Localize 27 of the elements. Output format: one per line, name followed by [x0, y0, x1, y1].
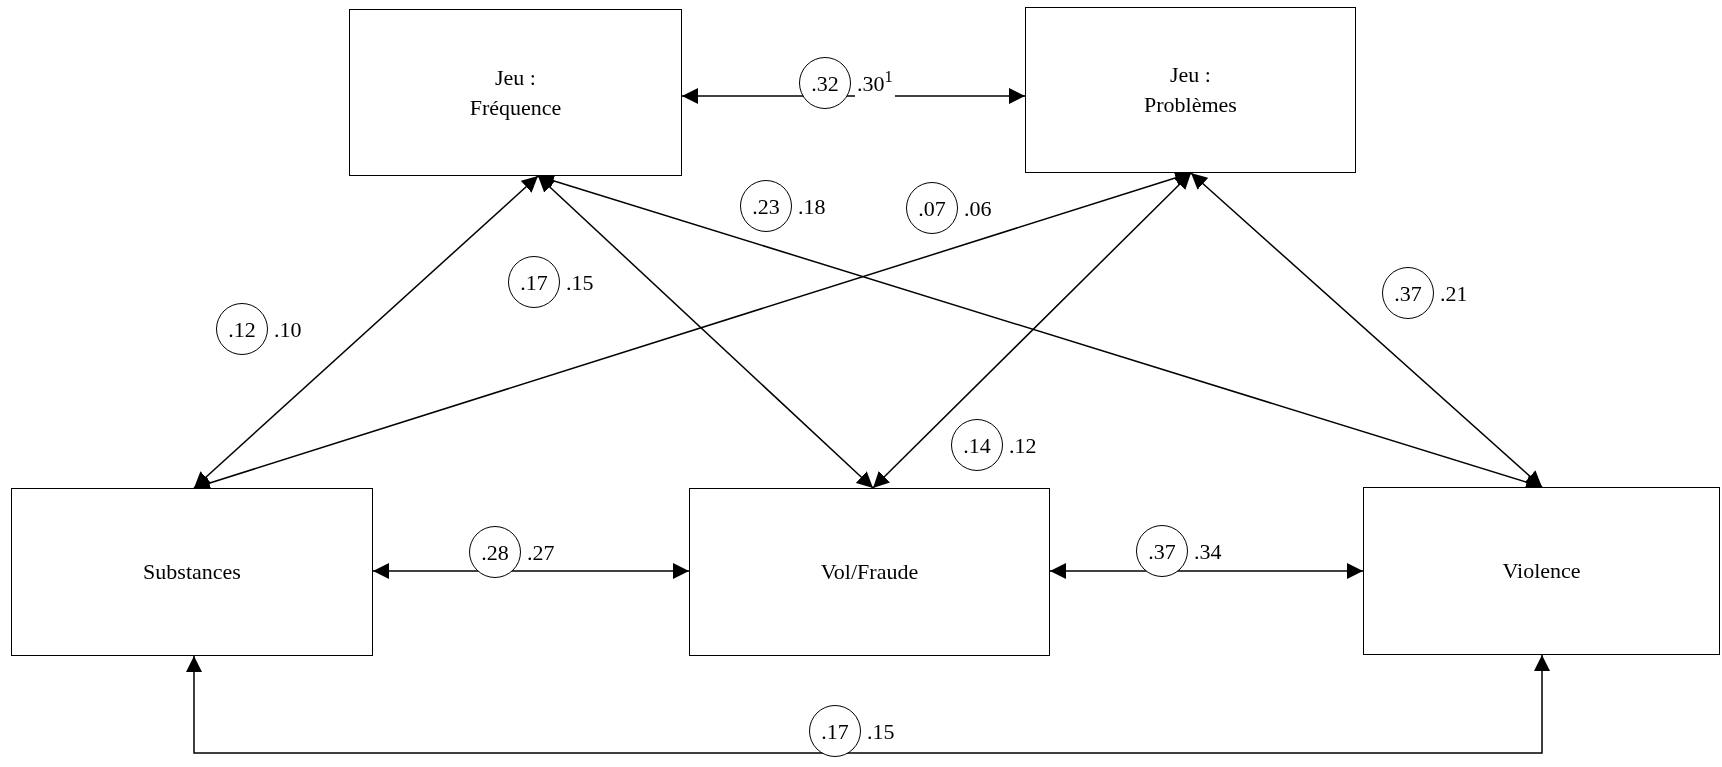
box-label: Jeu : Fréquence [468, 63, 563, 122]
double-arrow [193, 175, 539, 489]
circled-coefficient: .32 [799, 57, 851, 109]
variable-box [1363, 487, 1720, 655]
circled-coefficient: .28 [469, 526, 521, 578]
circled-coefficient: .37 [1136, 525, 1188, 577]
variable-box [689, 488, 1050, 656]
circled-coefficient: .23 [740, 180, 792, 232]
circled-coefficient: .07 [906, 182, 958, 234]
double-arrow [872, 172, 1192, 489]
double-arrow [186, 654, 1550, 754]
circled-coefficient: .17 [508, 256, 560, 308]
circled-coefficient: .17 [809, 705, 861, 757]
double-arrow [1049, 563, 1364, 579]
box-label: Vol/Fraude [820, 558, 919, 586]
circled-coefficient: .37 [1382, 267, 1434, 319]
variable-box [1025, 7, 1356, 173]
box-label: Substances [143, 558, 241, 586]
circled-coefficient: .14 [951, 419, 1003, 471]
box-label: Jeu : Problèmes [1143, 61, 1238, 119]
double-arrow [372, 563, 690, 579]
double-arrow [1190, 172, 1543, 488]
box-label: Violence [1502, 557, 1581, 585]
variable-box [11, 488, 373, 656]
double-arrow [537, 175, 874, 489]
circled-coefficient: .12 [216, 303, 268, 355]
variable-box [349, 9, 682, 176]
